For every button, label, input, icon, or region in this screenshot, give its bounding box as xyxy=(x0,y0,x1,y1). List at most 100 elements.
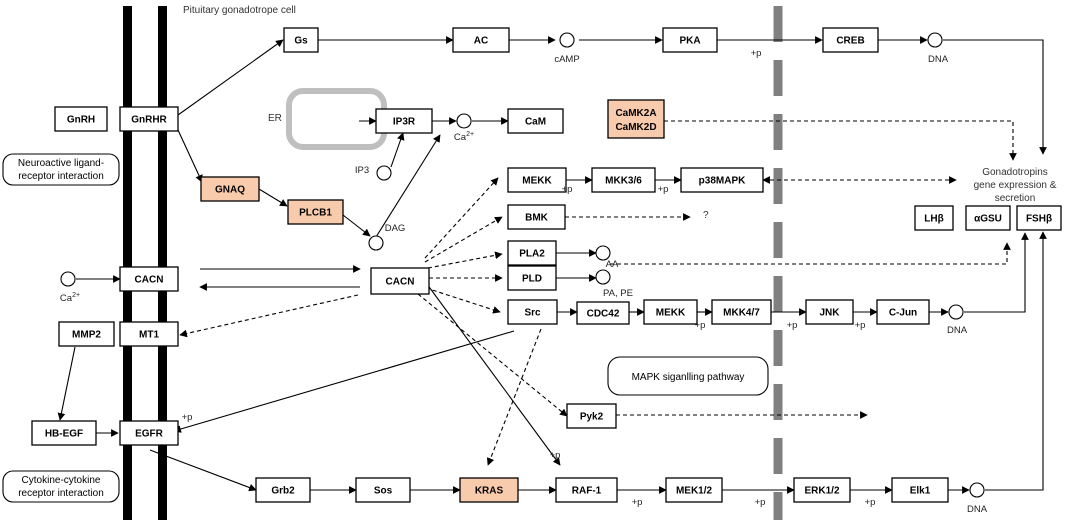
node-box[interactable] xyxy=(459,477,519,503)
node-box[interactable] xyxy=(662,27,718,53)
node-raf1[interactable]: RAF-1 xyxy=(555,477,618,503)
node-gs[interactable]: Gs xyxy=(283,27,319,53)
node-box[interactable] xyxy=(822,27,879,53)
node-box[interactable] xyxy=(914,205,954,231)
node-label: ERK1/2 xyxy=(804,486,839,497)
node-label: KRAS xyxy=(475,486,504,497)
node-cacn-mem[interactable]: CACN xyxy=(119,266,179,292)
node-lhb[interactable]: LHβ xyxy=(914,205,954,231)
node-src[interactable]: Src xyxy=(507,299,558,325)
node-box[interactable] xyxy=(965,205,1011,231)
node-sos[interactable]: Sos xyxy=(355,477,411,503)
node-erk12[interactable]: ERK1/2 xyxy=(793,477,851,503)
node-cjun[interactable]: C-Jun xyxy=(876,299,930,325)
node-mkk36[interactable]: MKK3/6 xyxy=(591,167,656,193)
node-box[interactable] xyxy=(452,27,510,53)
node-box[interactable] xyxy=(566,403,617,429)
node-pyk2[interactable]: Pyk2 xyxy=(566,403,617,429)
molecule-ip3 xyxy=(376,165,392,181)
node-cdc42[interactable]: CDC42 xyxy=(576,301,630,325)
node-bmk[interactable]: BMK xyxy=(507,204,566,230)
node-gnaq[interactable]: GNAQ xyxy=(200,176,260,202)
node-gnrh[interactable]: GnRH xyxy=(54,106,108,132)
node-box[interactable] xyxy=(507,265,557,291)
node-box[interactable] xyxy=(255,477,311,503)
endoplasmic-reticulum xyxy=(286,88,387,150)
node-box[interactable] xyxy=(370,267,430,295)
node-cacn-cyto[interactable]: CACN xyxy=(370,267,430,295)
node-label: αGSU xyxy=(974,214,1002,225)
node-mt1[interactable]: MT1 xyxy=(119,321,179,347)
node-box[interactable] xyxy=(119,321,179,347)
node-creb[interactable]: CREB xyxy=(822,27,879,53)
molecule-pa-pe xyxy=(595,269,611,285)
node-box[interactable] xyxy=(507,240,557,266)
node-elk1[interactable]: Elk1 xyxy=(891,477,949,503)
node-box[interactable] xyxy=(119,420,179,446)
node-pla2[interactable]: PLA2 xyxy=(507,240,557,266)
node-egfr[interactable]: EGFR xyxy=(119,420,179,446)
cytokine-pathway-box[interactable] xyxy=(2,470,120,503)
node-jnk[interactable]: JNK xyxy=(805,299,854,325)
node-mekk-mid[interactable]: MEKK xyxy=(643,299,698,325)
node-box[interactable] xyxy=(200,176,260,202)
node-box[interactable] xyxy=(793,477,851,503)
node-box[interactable] xyxy=(287,199,344,225)
node-pld[interactable]: PLD xyxy=(507,265,557,291)
mapk-pathway-box[interactable] xyxy=(607,356,769,396)
node-agsu[interactable]: αGSU xyxy=(965,205,1011,231)
mapk-pathway-link[interactable]: MAPK siganlling pathway xyxy=(607,356,769,396)
node-box[interactable] xyxy=(607,99,665,139)
node-box[interactable] xyxy=(680,167,764,193)
node-box[interactable] xyxy=(665,477,723,503)
node-box[interactable] xyxy=(119,106,179,132)
node-grb2[interactable]: Grb2 xyxy=(255,477,311,503)
node-box[interactable] xyxy=(507,167,567,193)
node-box[interactable] xyxy=(119,266,179,292)
node-box[interactable] xyxy=(507,204,566,230)
node-box[interactable] xyxy=(58,321,115,347)
neuroactive-pathway-link[interactable]: Neuroactive ligand- receptor interaction xyxy=(2,153,120,186)
neuroactive-pathway-box[interactable] xyxy=(2,153,120,186)
node-box[interactable] xyxy=(555,477,618,503)
node-box[interactable] xyxy=(591,167,656,193)
node-box[interactable] xyxy=(507,299,558,325)
node-box[interactable] xyxy=(643,299,698,325)
molecule-camp xyxy=(559,32,575,48)
cytokine-line-1: Cytokine-cytokine xyxy=(22,475,101,486)
node-box[interactable] xyxy=(576,301,630,325)
node-mkk47[interactable]: MKK4/7 xyxy=(711,299,772,325)
node-fshb[interactable]: FSHβ xyxy=(1016,205,1062,231)
node-kras[interactable]: KRAS xyxy=(459,477,519,503)
node-box[interactable] xyxy=(891,477,949,503)
node-pka[interactable]: PKA xyxy=(662,27,718,53)
phosphorylation-label: +p xyxy=(751,48,762,59)
node-box[interactable] xyxy=(54,106,108,132)
node-mek12[interactable]: MEK1/2 xyxy=(665,477,723,503)
node-box[interactable] xyxy=(507,108,564,134)
node-label: CaMK2D xyxy=(615,122,656,133)
node-mekk-top[interactable]: MEKK xyxy=(507,167,567,193)
node-hbegf[interactable]: HB-EGF xyxy=(31,420,97,446)
indirect-arrow xyxy=(179,294,359,338)
node-label: PKA xyxy=(679,36,700,47)
node-box[interactable] xyxy=(355,477,411,503)
cytokine-pathway-link[interactable]: Cytokine-cytokine receptor interaction xyxy=(2,470,120,503)
node-gnrhr[interactable]: GnRHR xyxy=(119,106,179,132)
node-ac[interactable]: AC xyxy=(452,27,510,53)
node-box[interactable] xyxy=(876,299,930,325)
node-label: MT1 xyxy=(139,330,159,341)
node-box[interactable] xyxy=(711,299,772,325)
node-box[interactable] xyxy=(283,27,319,53)
node-box[interactable] xyxy=(805,299,854,325)
node-box[interactable] xyxy=(31,420,97,446)
node-box[interactable] xyxy=(375,108,433,134)
node-p38mapk[interactable]: p38MAPK xyxy=(680,167,764,193)
node-mmp2[interactable]: MMP2 xyxy=(58,321,115,347)
node-plcb1[interactable]: PLCB1 xyxy=(287,199,344,225)
node-cam[interactable]: CaM xyxy=(507,108,564,134)
node-box[interactable] xyxy=(1016,205,1062,231)
node-ip3r[interactable]: IP3R xyxy=(375,108,433,134)
phosphorylation-label: +p xyxy=(695,320,706,331)
